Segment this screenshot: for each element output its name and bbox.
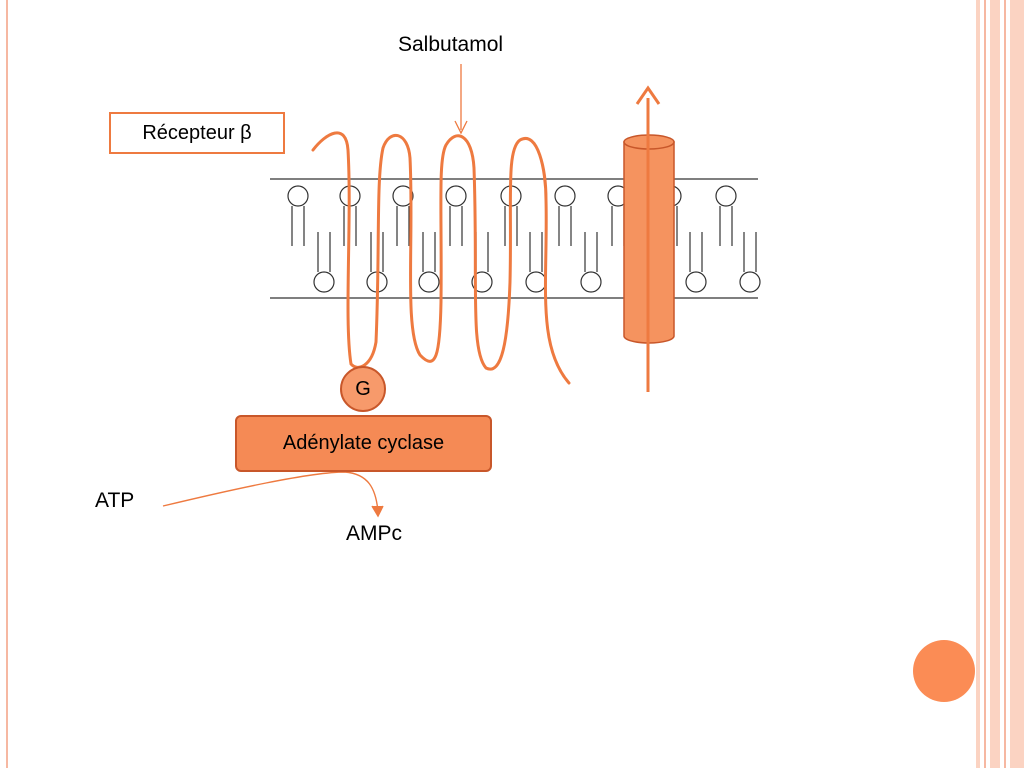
phospholipid-top bbox=[554, 185, 576, 246]
phospholipid-bottom bbox=[418, 232, 440, 293]
channel-flow-arrow bbox=[635, 85, 661, 392]
adenylate-cyclase-box: Adénylate cyclase bbox=[235, 415, 492, 472]
adenylate-cyclase-label: Adénylate cyclase bbox=[282, 432, 445, 454]
decorative-circle bbox=[913, 640, 975, 702]
phospholipid-bilayer bbox=[287, 185, 761, 293]
salbutamol-label: Salbutamol bbox=[398, 33, 504, 56]
receptor-label-box: Récepteur β bbox=[109, 112, 285, 154]
phospholipid-bottom bbox=[525, 232, 547, 293]
membrane bbox=[270, 178, 761, 299]
phospholipid-bottom bbox=[739, 232, 761, 293]
atp-label: ATP bbox=[95, 489, 135, 512]
receptor-label: Récepteur β bbox=[142, 121, 252, 144]
phospholipid-top bbox=[445, 185, 467, 246]
phospholipid-top bbox=[287, 185, 309, 246]
salbutamol-arrow bbox=[454, 64, 468, 135]
ampc-label: AMPc bbox=[346, 522, 403, 545]
phospholipid-top bbox=[715, 185, 737, 246]
phospholipid-bottom bbox=[580, 232, 602, 293]
phospholipid-top bbox=[392, 185, 414, 246]
left-border-decoration bbox=[0, 0, 8, 768]
right-stripe-decoration bbox=[976, 0, 1024, 768]
g-protein: G bbox=[340, 366, 386, 412]
atp-conversion-arrow bbox=[162, 471, 384, 518]
phospholipid-bottom bbox=[685, 232, 707, 293]
g-protein-label: G bbox=[355, 377, 371, 400]
phospholipid-bottom bbox=[313, 232, 335, 293]
